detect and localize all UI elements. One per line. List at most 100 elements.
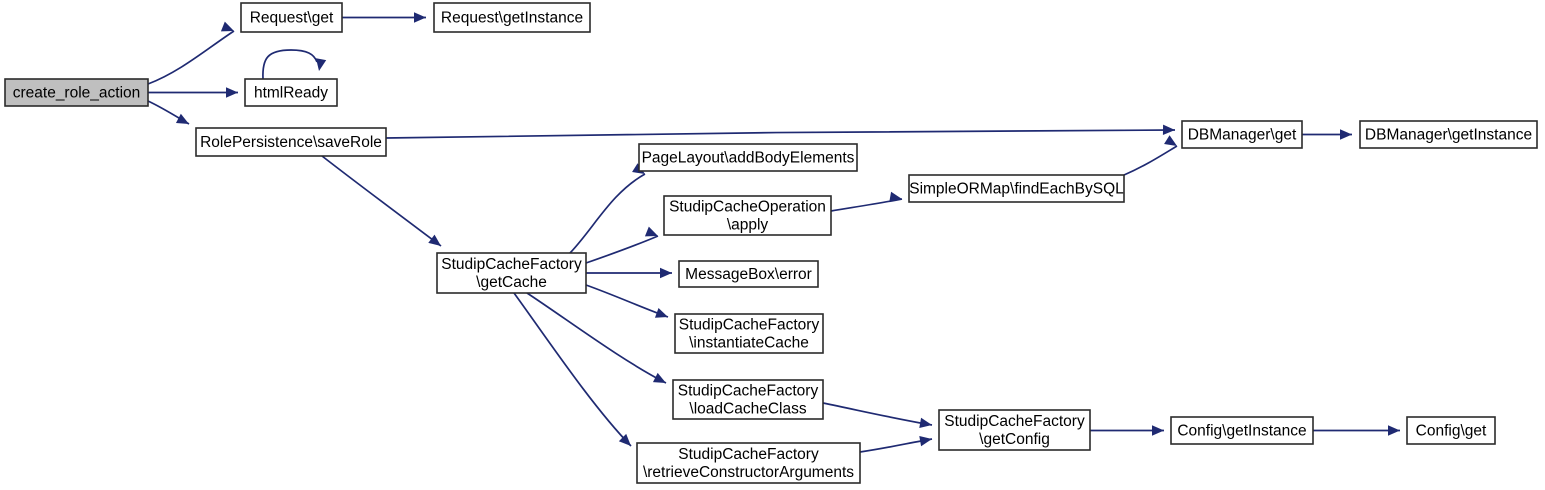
arrowhead-icon — [220, 21, 234, 32]
edge-path — [385, 129, 1176, 139]
node-request_getinstance[interactable]: Request\getInstance — [433, 2, 591, 33]
node-box[interactable] — [1406, 416, 1496, 445]
node-box[interactable] — [672, 379, 824, 420]
node-rolepersistence_saverole[interactable]: RolePersistence\saveRole — [195, 127, 387, 157]
arrowhead-icon — [919, 417, 932, 429]
edge-path — [321, 155, 442, 247]
node-box[interactable] — [663, 195, 832, 236]
node-label: Config\get — [1416, 423, 1487, 440]
node-label: PageLayout\addBodyElements — [642, 150, 855, 167]
edge-path — [585, 235, 659, 264]
node-dbmanager_get[interactable]: DBManager\get — [1181, 120, 1303, 149]
edge-studipcachefactory_retrieveconstructorarguments-to-studipcachefactory_getconfig — [859, 435, 933, 453]
node-label: StudipCacheFactory — [441, 256, 582, 273]
node-label: \getCache — [476, 274, 547, 291]
arrowhead-icon — [660, 267, 672, 279]
node-label: StudipCacheFactory — [678, 446, 819, 463]
node-box[interactable] — [636, 442, 861, 484]
node-label: \loadCacheClass — [689, 401, 806, 418]
edge-create_role_action-to-htmlready — [148, 87, 238, 98]
node-box[interactable] — [244, 78, 338, 107]
arrowhead-icon — [654, 308, 668, 318]
edge-studipcachefactory_getcache-to-studipcacheoperation_apply — [585, 226, 659, 264]
edge-studipcachefactory_getcache-to-studipcachefactory_instantiatecache — [585, 284, 669, 318]
edge-request_get-to-request_getinstance — [342, 12, 426, 23]
node-box[interactable] — [240, 2, 343, 33]
node-studipcachefactory_getconfig[interactable]: StudipCacheFactory\getConfig — [938, 409, 1091, 451]
node-label: \retrieveConstructorArguments — [643, 464, 854, 481]
edge-path — [526, 292, 667, 384]
edge-studipcachefactory_loadcacheclass-to-studipcachefactory_getconfig — [822, 402, 933, 429]
node-label: StudipCacheFactory — [678, 383, 819, 400]
node-box[interactable] — [436, 252, 587, 294]
arrowhead-icon — [226, 87, 238, 98]
node-box[interactable] — [674, 313, 824, 354]
node-box[interactable] — [1170, 416, 1314, 445]
edge-studipcachefactory_getcache-to-pagelayout_addbodyelements — [569, 163, 646, 254]
node-label: Request\getInstance — [441, 10, 583, 27]
edge-config_getinstance-to-config_get — [1313, 425, 1400, 436]
node-box[interactable] — [4, 78, 149, 107]
arrowhead-icon — [652, 372, 666, 383]
node-box[interactable] — [638, 143, 858, 172]
arrowhead-icon — [1164, 135, 1177, 146]
edges-layer — [147, 12, 1400, 453]
node-label: \instantiateCache — [689, 335, 809, 352]
edge-path — [147, 30, 235, 85]
edge-studipcachefactory_getconfig-to-config_getinstance — [1090, 425, 1164, 436]
node-pagelayout_addbodyelements[interactable]: PageLayout\addBodyElements — [638, 143, 858, 172]
edge-path — [585, 284, 669, 318]
edge-path — [822, 402, 933, 426]
node-create_role_action[interactable]: create_role_action — [4, 78, 149, 107]
node-messagebox_error[interactable]: MessageBox\error — [678, 260, 819, 288]
node-label: Config\getInstance — [1177, 423, 1306, 440]
node-label: create_role_action — [13, 85, 141, 102]
nodes-layer: create_role_action Request\get Request\get… — [4, 2, 1538, 484]
node-label: StudipCacheFactory — [679, 317, 820, 334]
node-htmlready[interactable]: htmlReady — [244, 78, 338, 107]
arrowhead-icon — [644, 226, 658, 237]
node-label: SimpleORMap\findEachBySQL — [909, 181, 1124, 198]
arrowhead-icon — [428, 234, 441, 246]
node-label: RolePersistence\saveRole — [200, 134, 382, 151]
node-studipcachefactory_getcache[interactable]: StudipCacheFactory\getCache — [436, 252, 587, 294]
node-studipcacheoperation_apply[interactable]: StudipCacheOperation\apply — [663, 195, 832, 236]
arrowhead-icon — [618, 433, 631, 446]
edge-simpleormap_findeachbysql-to-dbmanager_get — [1123, 135, 1178, 176]
edge-create_role_action-to-request_get — [147, 21, 235, 85]
node-box[interactable] — [195, 127, 387, 157]
node-studipcachefactory_loadcacheclass[interactable]: StudipCacheFactory\loadCacheClass — [672, 379, 824, 420]
node-studipcachefactory_instantiatecache[interactable]: StudipCacheFactory\instantiateCache — [674, 313, 824, 354]
node-label: Request\get — [250, 10, 334, 27]
arrowhead-icon — [175, 113, 189, 124]
node-box[interactable] — [938, 409, 1091, 451]
node-box[interactable] — [678, 260, 819, 288]
node-label: DBManager\getInstance — [1365, 127, 1532, 144]
node-request_get[interactable]: Request\get — [240, 2, 343, 33]
edge-studipcacheoperation_apply-to-simpleormap_findeachbysql — [830, 191, 903, 212]
edge-dbmanager_get-to-dbmanager_getinstance — [1302, 129, 1352, 140]
node-studipcachefactory_retrieveconstructorarguments[interactable]: StudipCacheFactory\retrieveConstructorAr… — [636, 442, 861, 484]
node-box[interactable] — [433, 2, 591, 33]
node-simpleormap_findeachbysql[interactable]: SimpleORMap\findEachBySQL — [908, 174, 1125, 203]
arrowhead-icon — [889, 191, 902, 203]
node-config_getinstance[interactable]: Config\getInstance — [1170, 416, 1314, 445]
node-box[interactable] — [1181, 120, 1303, 149]
edge-rolepersistence_saverole-to-dbmanager_get — [385, 124, 1176, 139]
edge-path — [262, 49, 318, 80]
node-label: StudipCacheFactory — [944, 413, 1085, 430]
node-label: \apply — [727, 217, 769, 234]
node-label: DBManager\get — [1188, 127, 1297, 144]
arrowhead-icon — [1340, 129, 1352, 140]
edge-path — [569, 173, 646, 254]
node-config_get[interactable]: Config\get — [1406, 416, 1496, 445]
edge-path — [1123, 145, 1178, 176]
arrowhead-icon — [1388, 425, 1400, 436]
node-box[interactable] — [908, 174, 1125, 203]
node-box[interactable] — [1359, 120, 1538, 149]
edge-path — [513, 292, 632, 447]
node-dbmanager_getinstance[interactable]: DBManager\getInstance — [1359, 120, 1538, 149]
edge-studipcachefactory_getcache-to-studipcachefactory_loadcacheclass — [526, 292, 667, 384]
